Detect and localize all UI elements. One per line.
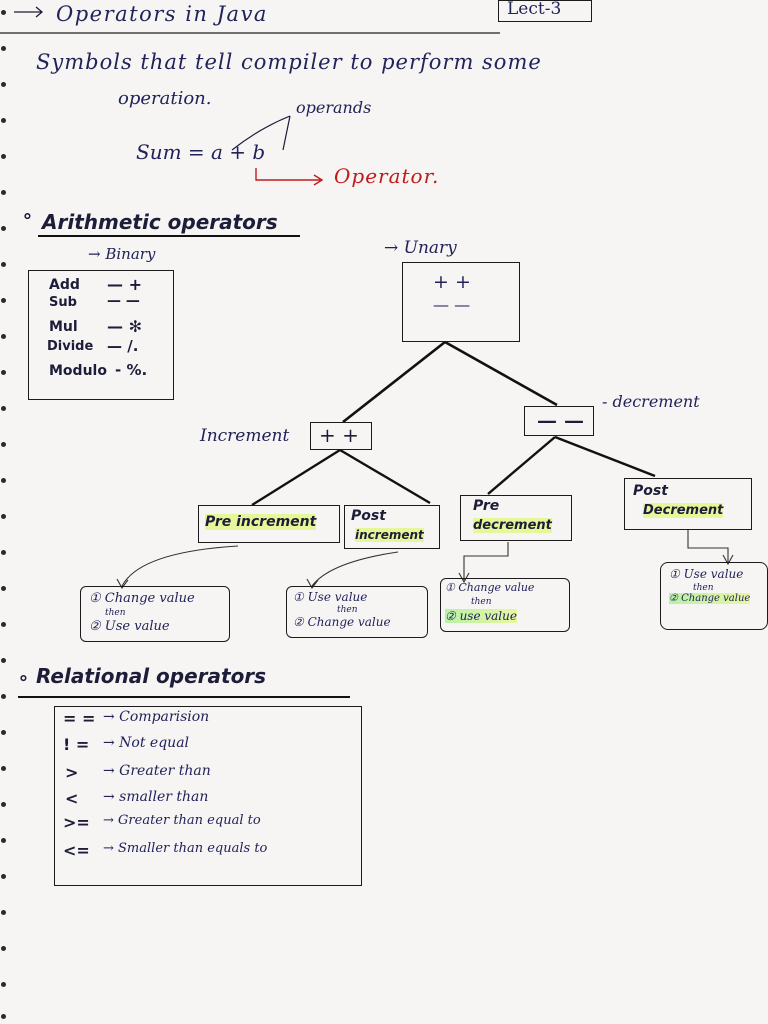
binary-op-symbol: — /. — [107, 337, 139, 355]
step-1: ① Change value — [89, 591, 195, 606]
step-2: ② Use value — [89, 619, 170, 634]
lecture-tag-box: Lect-3 — [498, 0, 592, 22]
binary-op-name: Modulo — [49, 363, 107, 379]
binary-op-symbol: - %. — [115, 361, 148, 379]
increment-node-box: + + — [310, 422, 372, 450]
step-1: ① Use value — [293, 590, 368, 604]
relational-desc: → Comparision — [103, 709, 210, 725]
relational-op: >= — [63, 813, 90, 832]
relational-op: > — [65, 763, 79, 782]
step-2: ② use value — [445, 609, 517, 623]
binary-op-symbol: — ✻ — [107, 317, 142, 336]
step-then: then — [693, 583, 714, 593]
decrement-symbol: — — — [537, 408, 584, 432]
post-increment-label-2: increment — [355, 528, 424, 542]
pre-decrement-steps-box: ① Change value then ② use value — [440, 578, 570, 632]
pre-decrement-label-2: decrement — [473, 518, 552, 533]
step-1: ① Use value — [669, 567, 744, 581]
arithmetic-heading: Arithmetic operators — [42, 210, 278, 234]
decrement-node-box: — — — [524, 406, 594, 436]
definition-line-2: operation. — [118, 88, 212, 109]
step-then: then — [337, 605, 358, 615]
binary-op-name: Sub — [49, 295, 77, 310]
pre-increment-label: Pre increment — [205, 514, 317, 530]
operator-label: Operator. — [334, 164, 440, 188]
step-then: then — [471, 597, 492, 607]
unary-operators-box: + + — — — [402, 262, 520, 342]
pre-decrement-box: Pre decrement — [460, 495, 572, 541]
relational-op: <= — [63, 841, 90, 860]
relational-op: < — [65, 789, 79, 808]
step-2: ② Change value — [669, 593, 751, 604]
step-1: ① Change value — [445, 581, 535, 594]
relational-desc: → Not equal — [103, 735, 190, 751]
binary-op-symbol: — — — [107, 293, 140, 309]
relational-op: = = — [63, 709, 96, 728]
decrement-label: - decrement — [602, 392, 700, 411]
binary-op-symbol: — + — [107, 275, 142, 294]
relational-desc: → smaller than — [103, 789, 209, 805]
page-title: Operators in Java — [56, 2, 268, 26]
operands-label: operands — [296, 98, 372, 117]
post-increment-steps-box: ① Use value then ② Change value — [286, 586, 428, 638]
post-decrement-box: Post Decrement — [624, 478, 752, 530]
lecture-tag: Lect-3 — [507, 0, 562, 19]
unary-label: → Unary — [384, 238, 457, 258]
binary-op-name: Mul — [49, 319, 78, 335]
unary-symbol-increment: + + — [433, 271, 471, 293]
pre-decrement-label-1: Pre — [473, 498, 500, 514]
pre-increment-box: Pre increment — [198, 505, 340, 543]
definition-line-1: Symbols that tell compiler to perform so… — [36, 50, 542, 74]
post-increment-label-1: Post — [351, 508, 386, 524]
sum-example: Sum = a + b — [136, 140, 266, 164]
binary-operators-box: Add — + Sub — — Mul — ✻ Divide — /. Modu… — [28, 270, 174, 400]
relational-heading: Relational operators — [36, 664, 267, 688]
increment-symbol: + + — [319, 423, 359, 447]
post-decrement-label-2: Decrement — [643, 503, 724, 518]
relational-op: ! = — [63, 735, 90, 754]
notebook-binding — [0, 0, 8, 1024]
pre-increment-steps-box: ① Change value then ② Use value — [80, 586, 230, 642]
unary-symbol-decrement: — — — [433, 295, 471, 314]
bullet-arithmetic: ∘ — [22, 204, 33, 229]
relational-desc: → Greater than equal to — [103, 813, 261, 828]
relational-desc: → Greater than — [103, 763, 211, 779]
post-decrement-label-1: Post — [633, 483, 668, 499]
step-2: ② Change value — [293, 615, 391, 629]
bullet-relational: ∘ — [18, 666, 29, 691]
increment-label: Increment — [200, 426, 290, 446]
post-decrement-steps-box: ① Use value then ② Change value — [660, 562, 768, 630]
step-then: then — [105, 608, 126, 618]
relational-desc: → Smaller than equals to — [103, 841, 268, 856]
binary-label: → Binary — [88, 245, 156, 263]
binary-op-name: Divide — [47, 339, 94, 354]
relational-operators-box: = = → Comparision ! = → Not equal > → Gr… — [54, 706, 362, 886]
binary-op-name: Add — [49, 277, 80, 293]
post-increment-box: Post increment — [344, 505, 440, 549]
